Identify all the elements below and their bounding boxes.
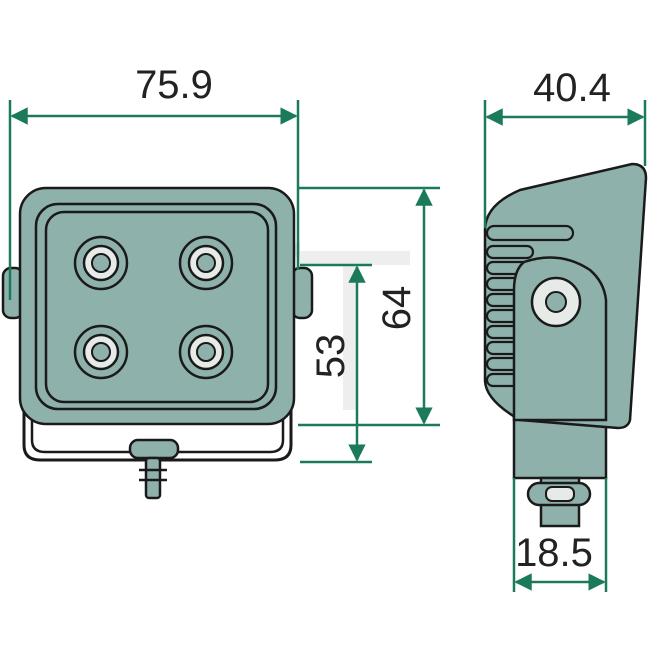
label-bracket-width: 18.5 xyxy=(515,531,593,575)
dimension-lines xyxy=(8,100,647,592)
led-bottom-left xyxy=(73,324,129,380)
cable-gland xyxy=(128,438,180,460)
cable xyxy=(144,456,162,500)
label-side-width: 40.4 xyxy=(533,66,611,110)
lens-panel xyxy=(44,210,270,404)
front-view xyxy=(1,186,314,500)
label-height-inner: 53 xyxy=(309,334,353,379)
led-top-left xyxy=(73,235,129,291)
side-view xyxy=(483,162,648,528)
side-bolt xyxy=(526,476,592,528)
label-height-outer: 64 xyxy=(375,286,419,331)
label-front-width: 75.9 xyxy=(135,63,213,107)
led-top-right xyxy=(178,235,234,291)
led-bottom-right xyxy=(178,324,234,380)
